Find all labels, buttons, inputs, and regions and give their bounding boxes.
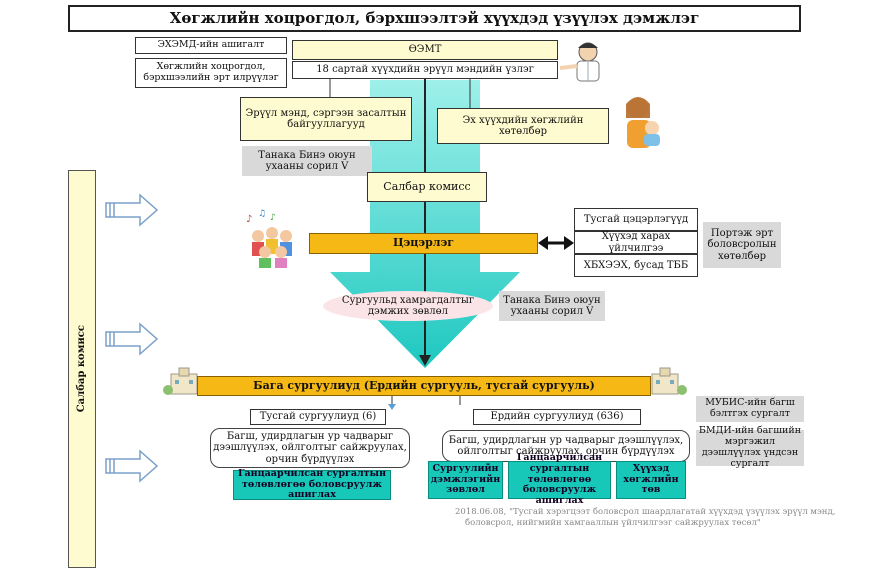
doctor-icon: [559, 42, 600, 82]
outline-arrow-icon: [105, 193, 159, 483]
mother-child-icon: [626, 97, 660, 148]
diagram-title: Хөгжлийн хоцрогдол, бэрхшээлтэй хүүхдэд …: [68, 5, 801, 32]
school-support-council-teal: Сургуулийн дэмжлэгийн зөвлөл: [428, 461, 503, 499]
primary-schools-bar: Бага сургуулиуд (Ердийн сургууль, тусгай…: [197, 376, 651, 396]
citation-line-2: боловсрол, нийгмийн хамгааллын үйлчилгээ…: [465, 517, 761, 528]
svg-text:♪: ♪: [270, 213, 276, 223]
branch-commission-box: Салбар комисс: [367, 172, 487, 202]
children-icon: ♪ ♫ ♪: [246, 209, 292, 268]
childcare-service: Хүүхэд харах үйлчилгээ: [574, 231, 698, 254]
iep-teal: Ганцаарчилсан сургалтын төлөвлөгөө болов…: [508, 452, 611, 506]
kindergarten-bar: Цэцэрлэг: [309, 233, 538, 254]
early-detection-box: Хөгжлийн хоцрогдол, бэрхшээлийн эрт илрү…: [135, 58, 287, 88]
special-schools-box: Тусгай сургуулиуд (6): [250, 409, 386, 425]
tanaka-test-2: Танака Бинэ оюун ухааны сорил V: [499, 291, 605, 321]
regular-schools-box: Ердийн сургуулиуд (636): [473, 409, 641, 425]
side-commission-bar: Салбар комисс: [68, 170, 96, 568]
center-arrowhead: [419, 355, 431, 366]
bmdi-training: БМДИ-ийн багшийн мэргэжил дээшлүүлэх үнд…: [696, 425, 804, 469]
early-program-box: Эх хүүхдийн хөгжлийн хөтөлбөр: [437, 108, 609, 144]
school-support-council: Сургуульд хамрагдалтыг дэмжих зөвлөл: [323, 291, 493, 321]
school-building-icon: [651, 367, 687, 395]
mubis-training: МУБИС-ийн багш бэлтгэх сургалт: [696, 396, 804, 422]
oemt-box: ӨЭМТ: [292, 40, 558, 60]
tanaka-test-1: Танака Бинэ оюун ухааны сорил V: [242, 146, 372, 176]
school-building-icon: [163, 367, 198, 395]
citation-line-1: 2018.06.08, "Тусгай хэрэгцээт боловсрол …: [455, 507, 836, 517]
ngo-box: ХБХЭЭХ, бусад ТББ: [574, 254, 698, 277]
portage-program: Портэж эрт боловсролын хөтөлбөр: [703, 222, 781, 268]
health-orgs-box: Эрүүл мэнд, сэргээн засалтын байгууллагу…: [240, 97, 412, 141]
side-label: Салбар комисс: [76, 325, 88, 413]
ehemd-box: ЭХЭМД-ийн ашигалт: [135, 37, 287, 54]
child-dev-center-teal: Хүүхэд хөгжлийн төв: [616, 461, 686, 499]
special-kindergartens: Тусгай цэцэрлэгүүд: [574, 208, 698, 231]
exam-18-months-box: 18 сартай хүүхдийн эрүүл мэндийн үзлэг: [292, 61, 558, 79]
svg-text:♫: ♫: [258, 209, 266, 219]
left-teacher-skills: Багш, удирдлагын ур чадварыг дээшлүүлэх,…: [210, 428, 410, 468]
svg-text:♪: ♪: [246, 214, 252, 225]
left-iep-box: Ганцаарчилсан сургалтын төлөвлөгөө болов…: [233, 468, 391, 500]
citation: 2018.06.08, "Тусгай хэрэгцээт боловсрол …: [455, 507, 855, 528]
